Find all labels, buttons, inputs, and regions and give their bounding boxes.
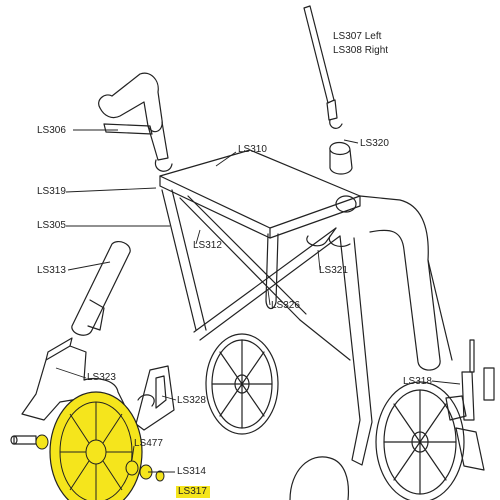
label-ls314: LS314	[177, 466, 206, 477]
label-ls307: LS307 Left	[333, 31, 382, 42]
label-ls477: LS477	[134, 438, 163, 449]
label-ls321: LS321	[319, 265, 348, 276]
axle-bolt-part	[10, 435, 37, 445]
label-ls317-highlighted: LS317	[176, 486, 210, 498]
label-ls313: LS313	[37, 265, 66, 276]
side-bracket-part	[71, 240, 131, 336]
label-ls305: LS305	[37, 220, 66, 231]
label-ls306: LS306	[37, 125, 66, 136]
rear-wheel	[205, 333, 279, 435]
front-right-wheel	[375, 381, 465, 500]
label-ls310: LS310	[238, 144, 267, 155]
label-ls318: LS318	[403, 376, 432, 387]
label-ls320: LS320	[360, 138, 389, 149]
front-fork-part	[21, 337, 125, 421]
label-ls308: LS308 Right	[333, 45, 389, 56]
label-ls312: LS312	[193, 240, 222, 251]
handle-grip-part	[98, 72, 173, 172]
label-ls319: LS319	[37, 186, 66, 197]
label-ls323: LS323	[87, 372, 116, 383]
lower-front-wheel	[289, 456, 350, 500]
label-ls326: LS326	[271, 300, 300, 311]
wheel-guard-part	[135, 365, 175, 431]
main-frame	[161, 189, 453, 466]
leader-lines	[55, 129, 461, 473]
brake-cable-part	[303, 5, 353, 175]
label-ls328: LS328	[177, 395, 206, 406]
caster-fork-part	[445, 339, 495, 471]
highlighted-wheel-ls317	[35, 391, 165, 500]
